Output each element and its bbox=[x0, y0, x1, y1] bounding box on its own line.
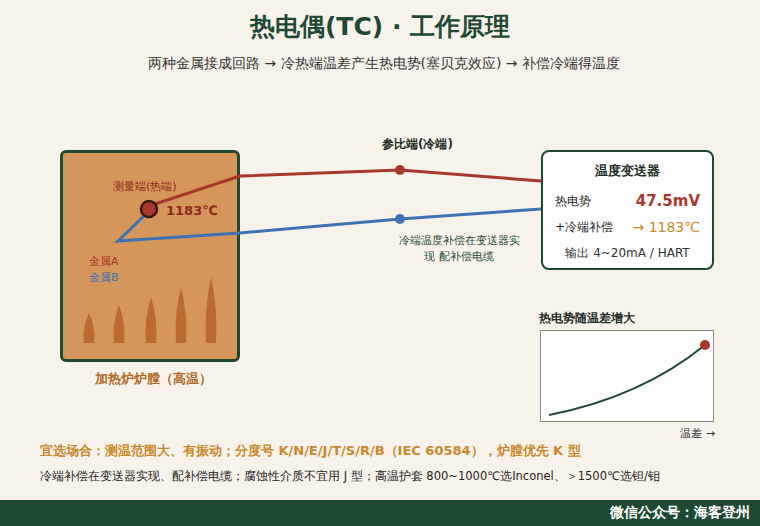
reference-dot bbox=[395, 165, 405, 175]
temperature-callout: 1183℃ bbox=[166, 203, 218, 219]
flame bbox=[176, 287, 187, 343]
footer-credit: 微信公众号：海客登州 bbox=[610, 504, 750, 521]
wire-connector bbox=[240, 209, 541, 233]
emf-value: 47.5mV bbox=[636, 192, 700, 210]
usage-note: 宜选场合：测温范围大、有振动；分度号 K/N/E/J/T/S/R/B（IEC 6… bbox=[40, 443, 581, 459]
flame bbox=[114, 305, 125, 343]
axis-label: 温差 → bbox=[680, 427, 715, 440]
page-title: 热电偶(TC) · 工作原理 bbox=[0, 12, 760, 42]
metal-a-label: 金属A bbox=[89, 255, 119, 268]
wire-line bbox=[240, 209, 541, 233]
emf-curve bbox=[541, 331, 713, 421]
curve-chart: 热电势随温差增大温差 → bbox=[540, 330, 714, 422]
wire-connector bbox=[240, 165, 541, 181]
hot-junction bbox=[141, 201, 157, 217]
wire-line bbox=[240, 170, 541, 181]
transmitter-title: 温度变送器 bbox=[543, 163, 712, 179]
subtitle: 两种金属接成回路 → 冷热端温差产生热电势(塞贝克效应) → 补偿冷端得温度 bbox=[4, 55, 760, 72]
temperature-value: → 1183℃ bbox=[632, 219, 700, 236]
compensation-note: 冷端温度补偿在变送器实现 配补偿电缆 bbox=[392, 233, 526, 265]
compensation-label: +冷端补偿 bbox=[555, 220, 613, 234]
selection-note: 冷端补偿在变送器实现、配补偿电缆；腐蚀性介质不宜用 J 型；高温护套 800~1… bbox=[40, 470, 660, 484]
flame bbox=[84, 313, 95, 343]
temperature-transmitter: 温度变送器热电势 47.5mV +冷端补偿 → 1183℃ 输出 4~20mA / HA… bbox=[541, 150, 714, 270]
cold-end-label: 参比端(冷端) bbox=[380, 137, 455, 151]
flame bbox=[206, 277, 217, 343]
emf-label: 热电势 bbox=[555, 194, 591, 208]
hot-end-label: 测量端(热端) bbox=[113, 180, 177, 193]
flame bbox=[146, 297, 157, 343]
wire-b bbox=[118, 215, 240, 241]
curve-dot bbox=[700, 340, 710, 350]
curve-line bbox=[549, 345, 705, 415]
output-label: 输出 4~20mA / HART bbox=[543, 246, 712, 260]
metal-b-label: 金属B bbox=[89, 271, 119, 284]
chart-heading: 热电势随温差增大 bbox=[539, 311, 635, 325]
reference-dot bbox=[395, 214, 405, 224]
furnace-label: 加热炉炉膛（高温） bbox=[43, 371, 263, 387]
